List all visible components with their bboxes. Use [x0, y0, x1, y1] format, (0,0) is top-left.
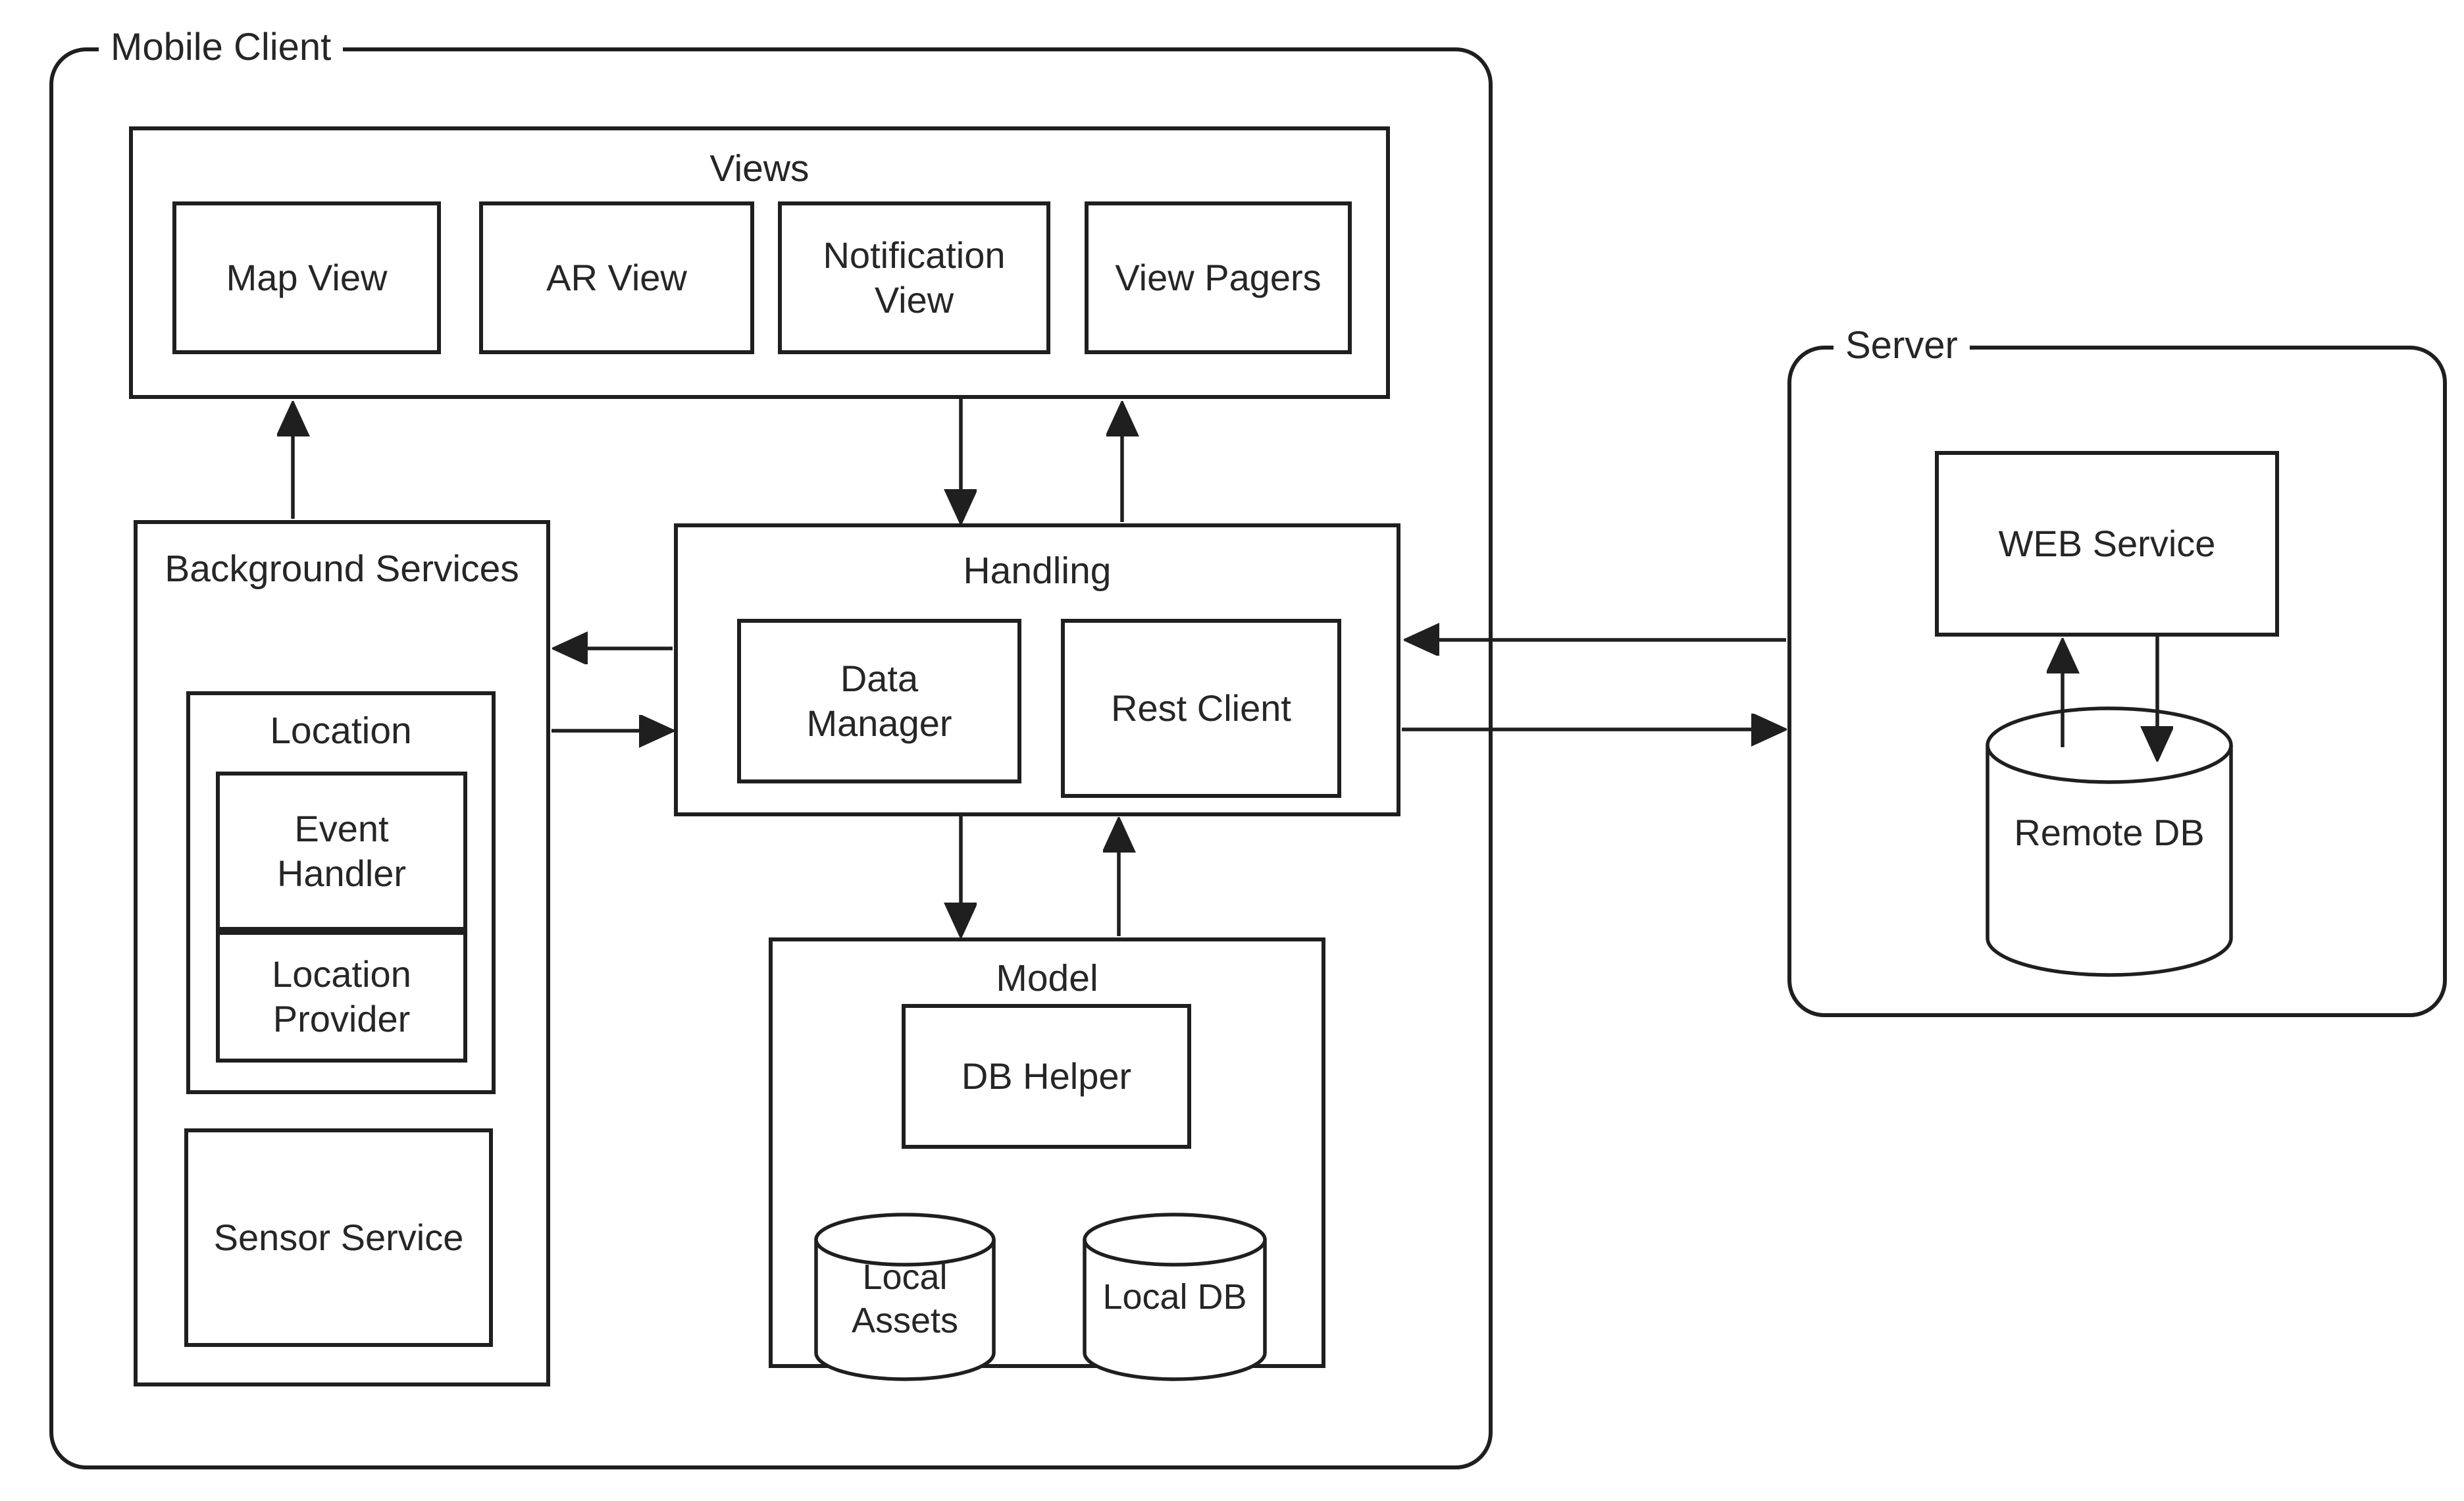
node-rest-client	[1061, 619, 1341, 798]
node-view-pagers-label: View Pagers	[1115, 257, 1322, 298]
location-title: Location	[270, 710, 412, 752]
node-db-helper-label: DB Helper	[961, 1055, 1132, 1097]
notification-view-text: Notification View	[823, 234, 1006, 321]
node-web-service-label: WEB Service	[1998, 523, 2216, 564]
background-services-title: Background Services	[165, 548, 519, 590]
node-location-provider	[216, 931, 467, 1063]
node-view-pagers	[1085, 201, 1352, 354]
node-data-manager	[737, 619, 1021, 783]
node-ar-view	[479, 201, 754, 354]
node-local-assets-label: Local Assets	[819, 1244, 990, 1353]
handling-title: Handling	[963, 550, 1112, 592]
node-map-view	[172, 201, 441, 354]
server-group	[1787, 346, 2447, 1017]
node-local-db-label: Local DB	[1102, 1277, 1247, 1317]
local-assets-text: Local Assets	[851, 1257, 959, 1340]
node-web-service	[1935, 451, 2279, 637]
event-handler-text: Event Handler	[276, 808, 407, 894]
node-sensor-service	[184, 1128, 493, 1347]
node-map-view-label: Map View	[226, 257, 388, 298]
node-event-handler	[216, 772, 467, 931]
node-location-provider-label: Location Provider	[216, 931, 467, 1063]
node-rest-client-label: Rest Client	[1111, 687, 1291, 729]
node-notification-view	[778, 201, 1050, 354]
node-event-handler-label: Event Handler	[216, 772, 467, 931]
node-data-manager-label: Data Manager	[737, 619, 1021, 783]
views-title: Views	[709, 147, 809, 190]
node-notification-view-label: Notification View	[778, 201, 1050, 354]
node-remote-db-label: Remote DB	[2014, 812, 2205, 853]
node-ar-view-label: AR View	[546, 257, 687, 298]
server-label: Server	[1834, 321, 1970, 371]
location-provider-text: Location Provider	[272, 953, 411, 1040]
node-db-helper	[902, 1004, 1191, 1149]
data-manager-text: Data Manager	[806, 658, 952, 744]
mobile-client-label: Mobile Client	[99, 22, 344, 72]
model-title: Model	[996, 957, 1098, 999]
node-sensor-service-label: Sensor Service	[213, 1217, 464, 1258]
